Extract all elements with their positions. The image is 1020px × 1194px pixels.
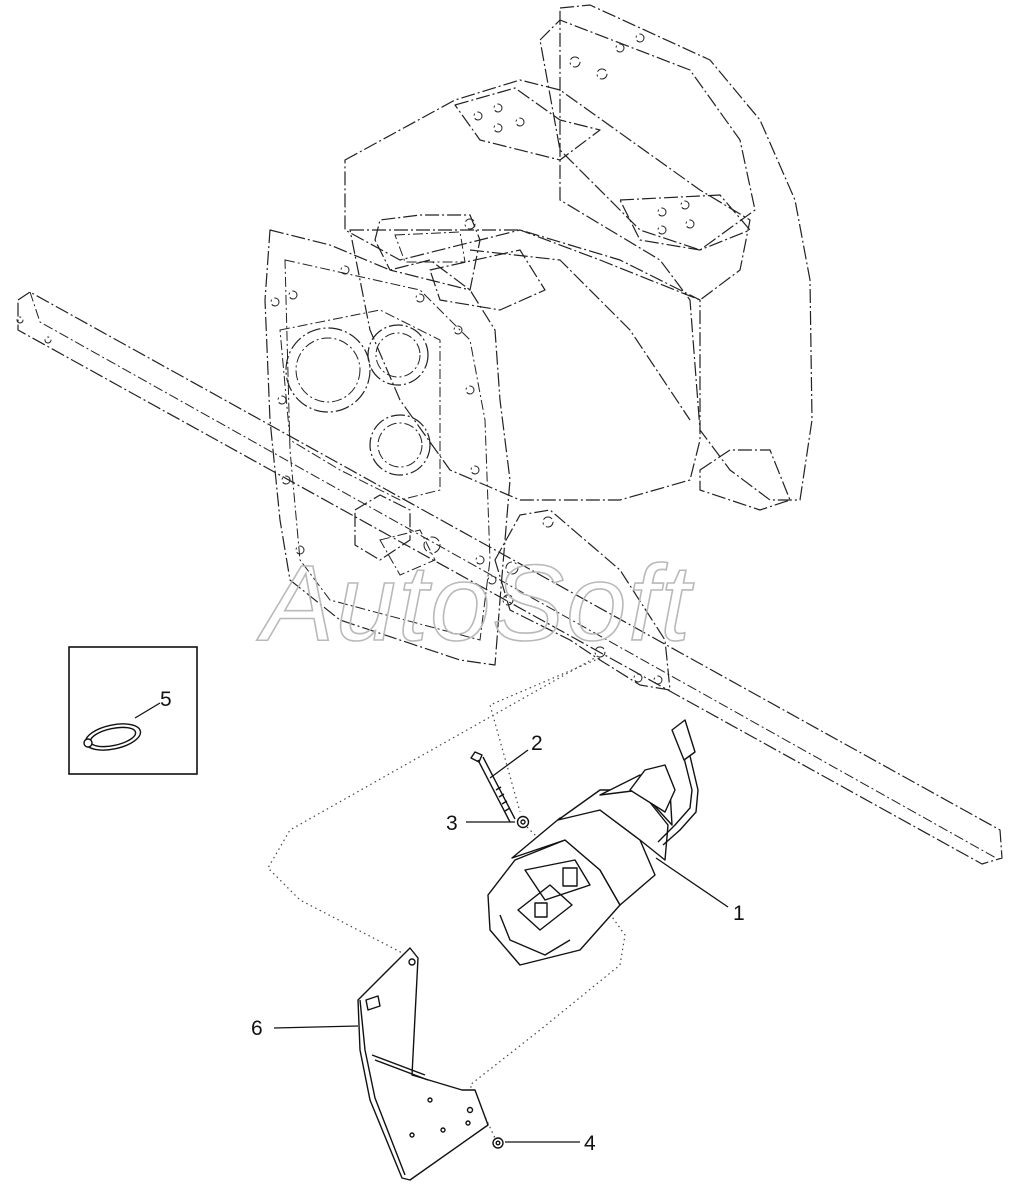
callout-5: 5 <box>160 688 172 711</box>
part-4-nut <box>492 1137 504 1149</box>
transmission-housing-phantom <box>16 4 1003 865</box>
part-5-o-ring <box>83 723 142 751</box>
leader-lines <box>134 702 729 1143</box>
callout-4: 4 <box>584 1132 596 1155</box>
callout-3: 3 <box>446 812 458 835</box>
callout-1: 1 <box>733 902 745 925</box>
watermark-text: AutoSoft <box>256 542 694 663</box>
assembly-dotted-line <box>267 655 626 1139</box>
callout-2: 2 <box>531 732 543 755</box>
callout-6: 6 <box>251 1017 263 1040</box>
part-6-mounting-bracket <box>357 947 489 1181</box>
callout-labels: 1 2 3 4 5 6 <box>160 688 745 1155</box>
part-1-valve-assembly <box>487 719 699 966</box>
part-2-bolt <box>470 751 516 823</box>
inset-box-part-5 <box>68 646 198 775</box>
part-3-nut <box>516 815 530 829</box>
